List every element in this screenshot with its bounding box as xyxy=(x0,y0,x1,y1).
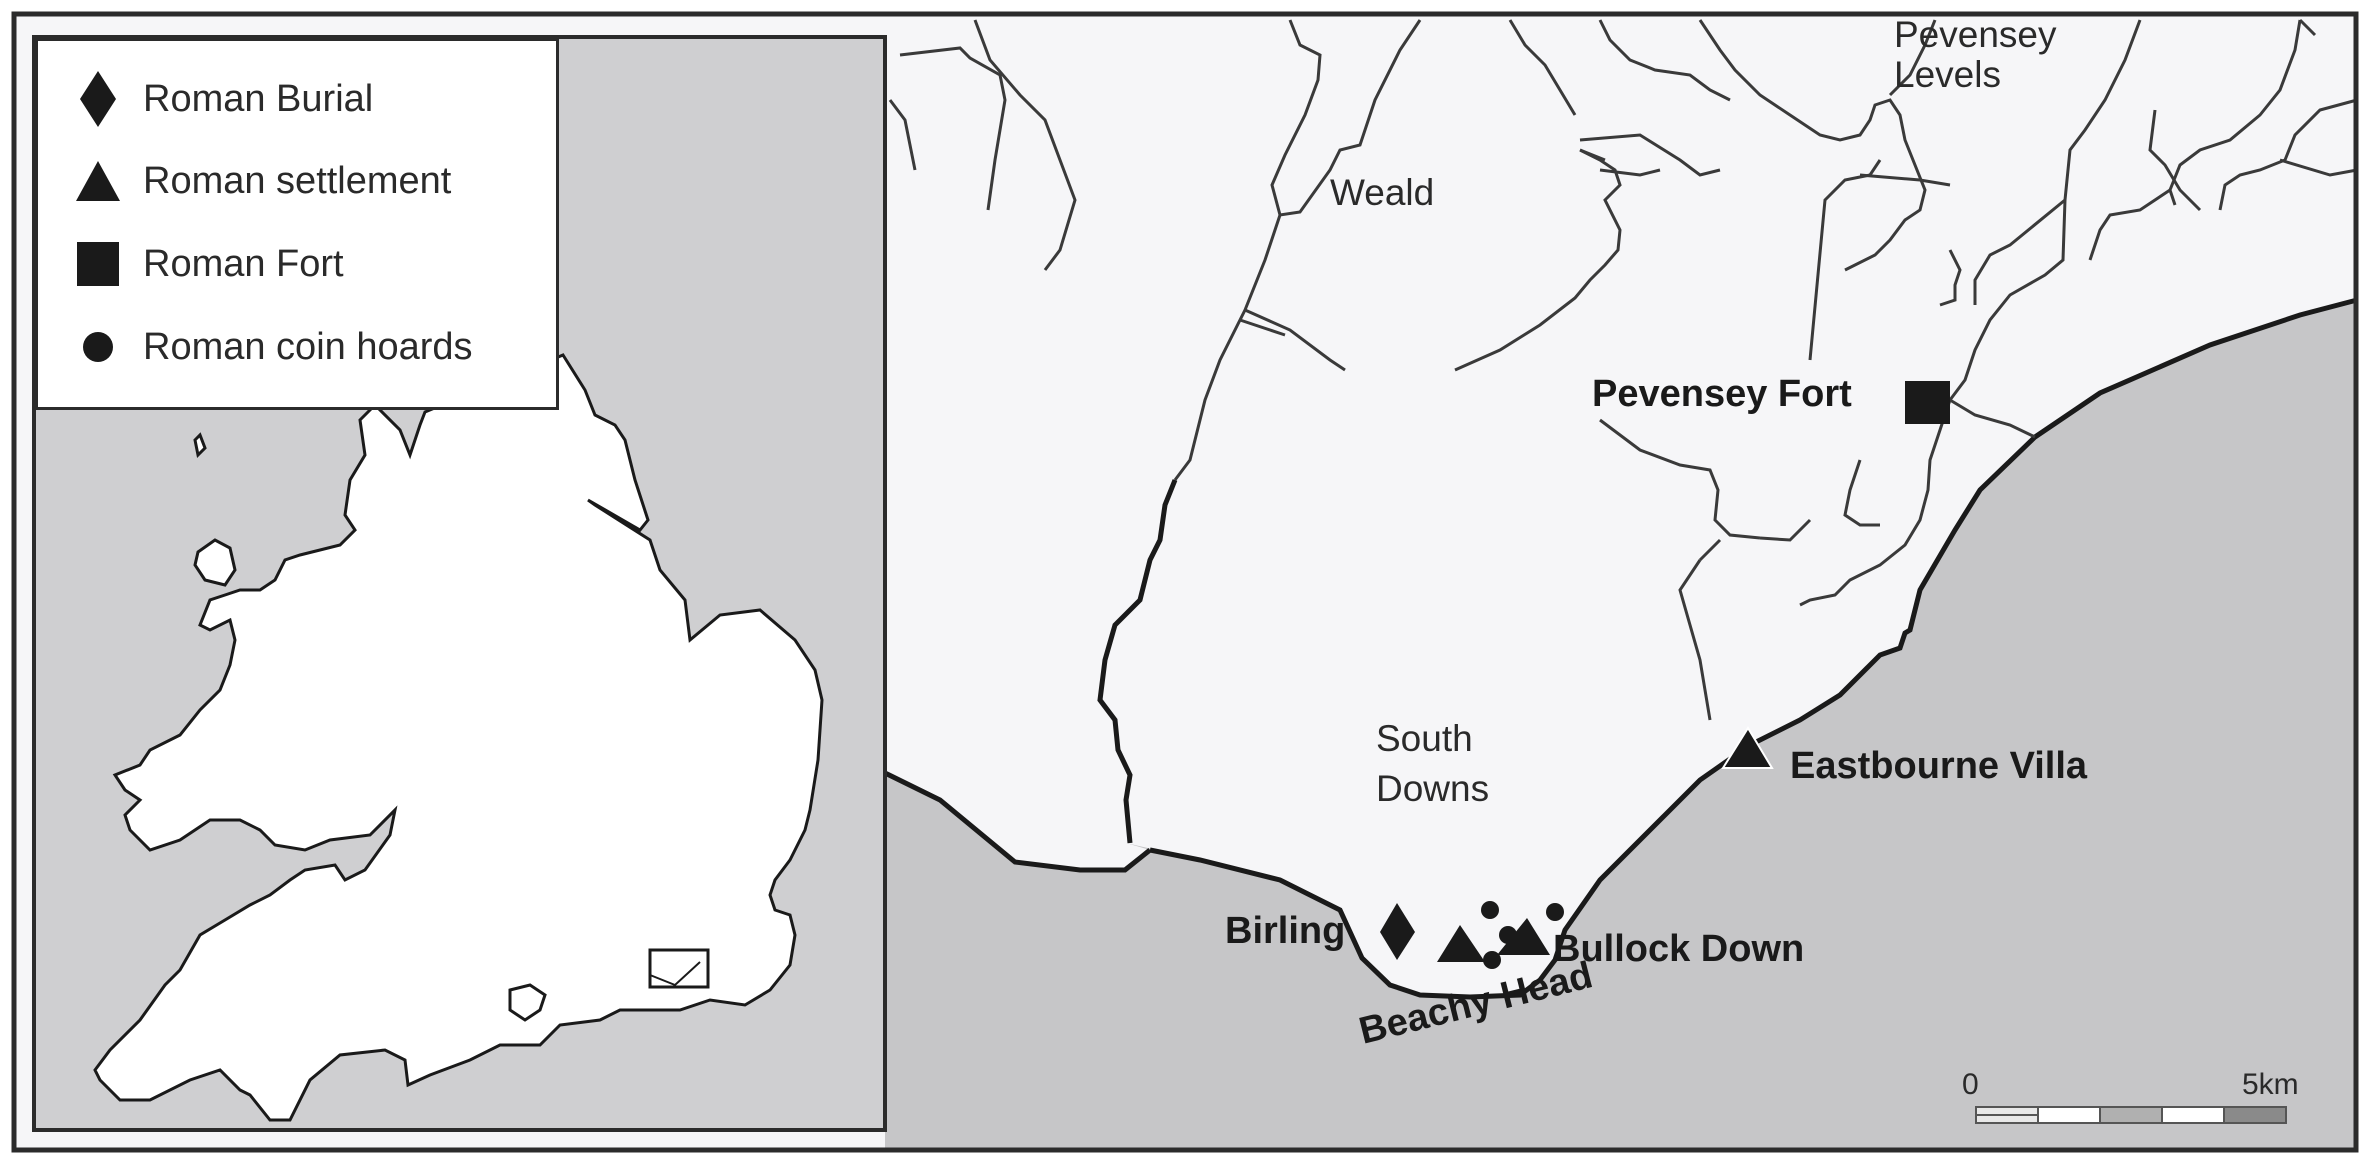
eastbourne-villa-triangle-icon xyxy=(1721,726,1774,769)
label-eastbourne-villa: Eastbourne Villa xyxy=(1790,745,2088,787)
rivers xyxy=(888,18,2358,721)
coin-hoard-circle-icon xyxy=(1483,951,1501,969)
legend-label: Roman settlement xyxy=(143,159,452,202)
label-pevensey-fort: Pevensey Fort xyxy=(1592,373,1852,415)
inset-england-wales xyxy=(93,353,824,1122)
triangle-icon xyxy=(73,161,123,201)
legend-item-settlement: Roman settlement xyxy=(38,151,451,211)
legend-label: Roman Fort xyxy=(143,242,344,285)
coastline xyxy=(883,297,2358,1000)
legend-item-fort: Roman Fort xyxy=(38,234,344,294)
label-weald: Weald xyxy=(1330,172,1435,213)
bullock-down-triangle-icon xyxy=(1437,925,1485,962)
locator-box xyxy=(648,948,710,989)
legend-label: Roman coin hoards xyxy=(143,325,473,368)
main-map-sea xyxy=(885,300,2357,1150)
pevensey-fort-square-icon xyxy=(1905,381,1950,424)
coin-hoard-circle-icon xyxy=(1546,903,1564,921)
diamond-icon xyxy=(73,71,123,127)
label-pevensey-levels-line1: Pevensey xyxy=(1894,14,2057,55)
label-birling: Birling xyxy=(1225,910,1346,952)
scale-start-label: 0 xyxy=(1962,1068,1979,1101)
scale-end-label: 5km xyxy=(2242,1068,2299,1101)
label-bullock-down: Bullock Down xyxy=(1553,928,1805,970)
legend-label: Roman Burial xyxy=(143,77,374,120)
label-pevensey-levels-line2: Levels xyxy=(1894,54,2001,95)
label-south-downs-line2: Downs xyxy=(1376,768,1490,809)
bullock-down-triangle-icon xyxy=(1497,918,1550,955)
legend: Roman Burial Roman settlement Roman Fort… xyxy=(35,38,559,410)
scale-bar xyxy=(1975,1106,2287,1124)
square-icon xyxy=(73,242,123,286)
label-south-downs-line1: South xyxy=(1376,718,1473,759)
main-map-frame xyxy=(11,11,2359,1153)
site-symbols xyxy=(1380,381,1950,969)
circle-icon xyxy=(73,331,123,363)
river-cuckmere xyxy=(1097,479,1178,844)
legend-item-coin-hoards: Roman coin hoards xyxy=(38,317,473,377)
birling-diamond-icon xyxy=(1380,903,1415,960)
coin-hoard-circle-icon xyxy=(1481,901,1499,919)
coin-hoard-circle-icon xyxy=(1499,926,1517,944)
legend-item-burial: Roman Burial xyxy=(38,69,373,129)
